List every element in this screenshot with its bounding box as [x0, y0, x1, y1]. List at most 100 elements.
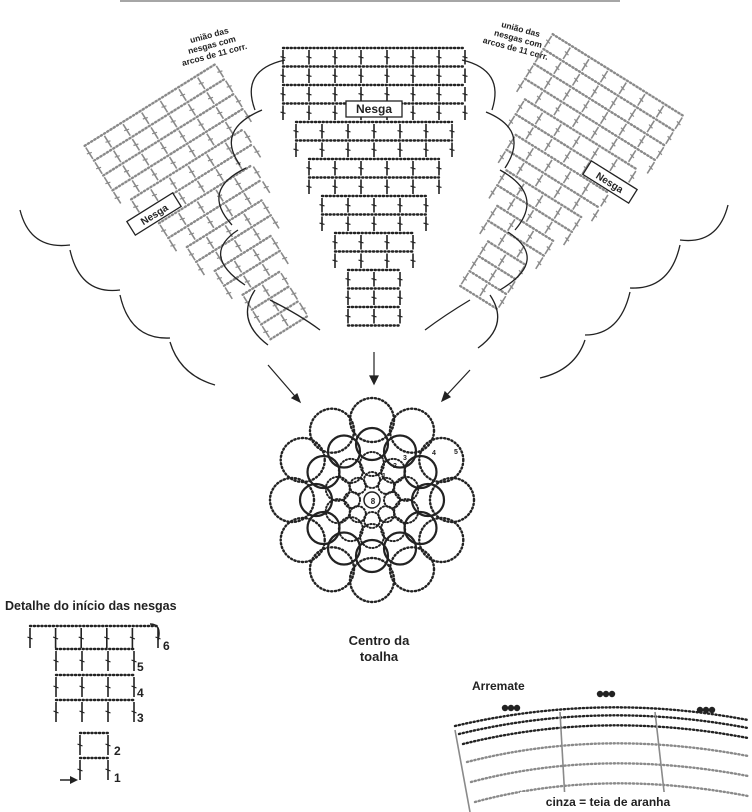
stitch-crossbar [499, 299, 505, 305]
stitch-crossbar [371, 314, 377, 318]
joining-chain-arc [220, 229, 246, 286]
detail-turn-arc [149, 623, 160, 641]
flower-petal [410, 482, 446, 518]
picot-bobble [602, 690, 610, 698]
stitch-crossbar [436, 111, 442, 115]
stitch-crossbar [217, 70, 223, 73]
stitch-crossbar [281, 277, 288, 281]
stitch-crossbar [179, 134, 186, 138]
stitch-crossbar [499, 258, 505, 263]
stitch-crossbar [129, 636, 136, 640]
chain-row [496, 184, 574, 234]
center-flower [268, 396, 476, 604]
stitch-crossbar [481, 225, 486, 231]
stitch-crossbar [345, 203, 351, 207]
stitch-crossbar [574, 201, 579, 207]
stitch-crossbar [198, 205, 204, 209]
stitch-crossbar [410, 185, 416, 189]
stitch-crossbar [160, 229, 167, 232]
stitch-crossbar [123, 128, 130, 132]
stitch-crossbar [436, 92, 442, 96]
panel-center-label: Nesga [345, 100, 403, 118]
stitch-crossbar [345, 296, 351, 300]
stitch-crossbar [620, 127, 626, 132]
join-arcs [19, 59, 729, 386]
stitch-crossbar [611, 142, 616, 147]
stitch-crossbar [436, 55, 442, 59]
chain-row [259, 299, 300, 326]
stitch-crossbar [358, 166, 364, 170]
stitch-crossbar [226, 85, 232, 88]
stitch-crossbar [131, 685, 137, 689]
chain-row [523, 77, 657, 162]
joining-chain-arc [629, 244, 681, 289]
stitch-crossbar [564, 92, 570, 97]
picot-bobble [596, 690, 604, 698]
stitch-crossbar [602, 198, 607, 203]
ring-number-2: 2 [393, 463, 397, 470]
stitch-crossbar [131, 659, 137, 663]
stitch-crossbar [253, 315, 260, 319]
chain-row [514, 133, 611, 195]
stitch-crossbar [384, 185, 390, 189]
picot-bobble [501, 704, 509, 712]
stitch-crossbar [546, 246, 551, 251]
stitch-crossbar [86, 151, 92, 155]
stitch-crossbar [280, 74, 286, 78]
chain-row [167, 178, 263, 240]
picot-bobble [708, 706, 716, 714]
stitch-crossbar [657, 150, 663, 156]
stitch-crossbar [244, 280, 250, 283]
stitch-crossbar [555, 189, 560, 195]
joining-chain-arc [424, 299, 471, 331]
joining-chain-arc [499, 231, 528, 291]
stitch-crossbar [254, 233, 260, 236]
stitch-crossbar [235, 244, 241, 248]
stitch-crossbar [332, 111, 338, 115]
flower-petal [359, 523, 385, 549]
flower-petal [343, 491, 361, 509]
center-caption-line-2: toalha [360, 649, 399, 664]
stitch-crossbar [371, 148, 377, 152]
flower-petal [388, 407, 436, 454]
stitch-crossbar [555, 65, 560, 71]
stitch-crossbar [179, 93, 186, 97]
flower-petal [308, 407, 356, 454]
chain-row [269, 314, 309, 341]
joining-chain-arc [679, 204, 729, 242]
panel-right [459, 32, 685, 311]
finish-row [465, 742, 750, 764]
stitch-crossbar [105, 685, 111, 689]
stitch-crossbar [244, 218, 251, 221]
stitch-crossbar [423, 203, 429, 207]
stitch-crossbar [499, 237, 505, 243]
stitch-crossbar [161, 146, 167, 150]
stitch-crossbar [198, 185, 204, 188]
chain-row [477, 255, 518, 281]
stitch-crossbar [371, 203, 377, 207]
stitch-crossbar [358, 185, 364, 189]
joining-chain-arc [246, 289, 269, 346]
stitch-crossbar [142, 116, 148, 120]
stitch-crossbar [306, 74, 312, 78]
stitch-crossbar [648, 124, 653, 129]
stitch-crossbar [490, 273, 496, 278]
stitch-crossbar [601, 74, 607, 79]
stitch-crossbar [527, 213, 533, 219]
stitch-crossbar [536, 54, 541, 59]
stitch-crossbar [293, 129, 299, 133]
detail-row-6: 6 [163, 639, 170, 653]
stitch-crossbar [592, 130, 598, 136]
chain-row [551, 32, 685, 118]
stitch-crossbar [151, 193, 158, 197]
stitch-crossbar [79, 710, 85, 714]
stitch-crossbar [449, 148, 455, 152]
stitch-crossbar [384, 55, 390, 59]
flower-petal [428, 476, 476, 524]
panel-grid [459, 32, 685, 311]
stitch-crossbar [564, 154, 570, 159]
stitch-crossbar [281, 256, 288, 260]
panel-center-text: Nesga [356, 102, 392, 116]
stitch-crossbar [77, 743, 83, 747]
stitch-crossbar [546, 225, 551, 230]
